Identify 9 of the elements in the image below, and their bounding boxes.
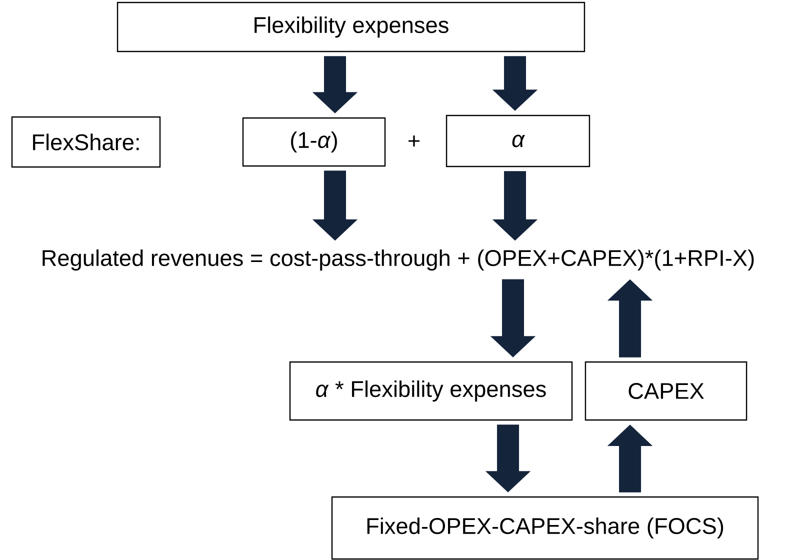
- process-box: Flexibility expenses: [116, 2, 586, 52]
- process-box: CAPEX: [584, 361, 748, 421]
- process-box: (1-α): [242, 117, 386, 167]
- plus-sign: +: [408, 135, 420, 147]
- process-box: α* Flexibility expenses: [289, 361, 573, 421]
- process-box: FlexShare:: [11, 116, 161, 168]
- process-box: Fixed-OPEX-CAPEX-share (FOCS): [331, 496, 759, 560]
- process-box: α: [446, 114, 590, 168]
- formula-text: Regulated revenues = cost-pass-through + (OPEX+CAPEX)*(1+RPI-X): [42, 249, 754, 271]
